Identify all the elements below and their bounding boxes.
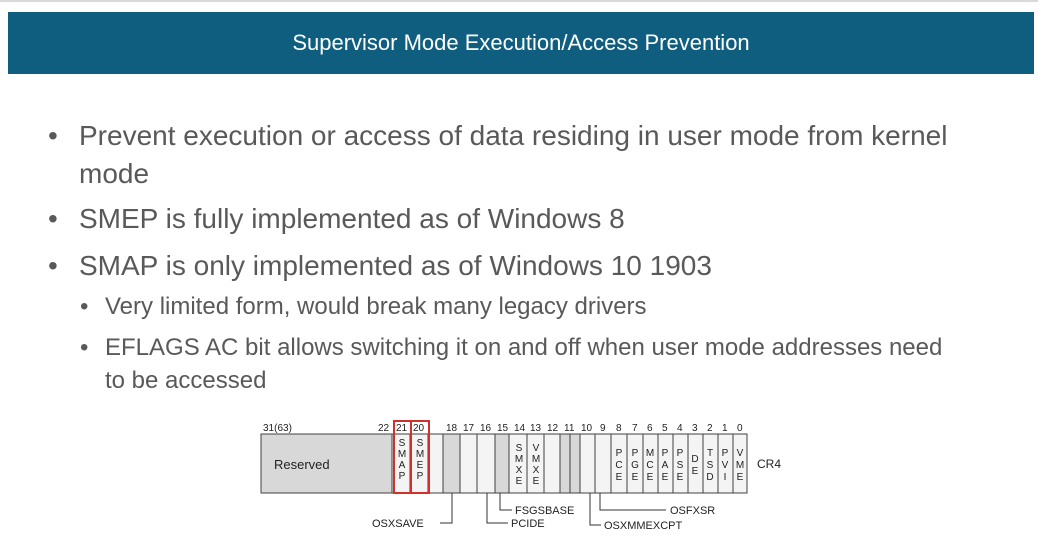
- bit-number: 21: [396, 423, 408, 434]
- sub-bullet-text: Very limited form, would break many lega…: [105, 293, 647, 320]
- callout-labels: OSXSAVE PCIDE FSGSBASE OSXMMEXCPT OSFXSR: [372, 505, 715, 532]
- bullet-text: SMAP is only implemented as of Windows 1…: [79, 250, 712, 281]
- pcide-callout: PCIDE: [511, 518, 545, 530]
- bit-19-reserved: [442, 433, 461, 494]
- bullet-glyph: •: [80, 293, 89, 320]
- callout-lines: [440, 493, 666, 526]
- bit-number: 5: [662, 423, 668, 434]
- bit-number: 9: [600, 423, 606, 434]
- bullet-glyph: •: [80, 334, 89, 361]
- bullet-glyph: •: [48, 203, 58, 234]
- bit-number: 17: [463, 423, 475, 434]
- register-name: CR4: [757, 457, 781, 471]
- bit-number: 18: [446, 423, 458, 434]
- bit-number-row: 31(63) 22 21 20 18 17 16 15 14 13 12 11 …: [263, 423, 743, 434]
- bit-number: 22: [378, 423, 390, 434]
- bullet-text: Prevent execution or access of data resi…: [79, 120, 948, 189]
- bit-number: 2: [707, 423, 713, 434]
- bit-number: 16: [480, 423, 492, 434]
- bit-number: 15: [497, 423, 509, 434]
- bit-number: 4: [677, 423, 683, 434]
- bit-number: 6: [647, 423, 653, 434]
- bit-15-reserved: [494, 433, 510, 494]
- bullet-glyph: •: [48, 120, 58, 151]
- bit-number: 7: [632, 423, 638, 434]
- bit-number: 10: [581, 423, 593, 434]
- title-bar: Supervisor Mode Execution/Access Prevent…: [8, 12, 1034, 74]
- fsgsbase-callout: FSGSBASE: [515, 505, 574, 517]
- osxsave-callout: OSXSAVE: [372, 518, 424, 530]
- bit-number: 8: [616, 423, 622, 434]
- bit-number: 13: [530, 423, 542, 434]
- bit-number: 31(63): [263, 423, 292, 434]
- bit-number: 1: [722, 423, 728, 434]
- bit-number: 3: [692, 423, 698, 434]
- bit-number: 0: [737, 423, 743, 434]
- bit-number: 12: [547, 423, 559, 434]
- osxmmexcpt-callout: OSXMMEXCPT: [604, 520, 683, 532]
- sub-bullet-text: EFLAGS AC bit allows switching it on and…: [105, 334, 943, 394]
- osfxsr-callout: OSFXSR: [670, 505, 715, 517]
- bullet-text: SMEP is fully implemented as of Windows …: [79, 203, 625, 234]
- bullet-glyph: •: [48, 250, 58, 281]
- bit-number: 11: [564, 423, 575, 434]
- bit-number: 20: [413, 423, 425, 434]
- top-border: [0, 0, 1038, 2]
- slide-title: Supervisor Mode Execution/Access Prevent…: [292, 30, 750, 55]
- bit-number: 14: [514, 423, 526, 434]
- reserved-label: Reserved: [274, 457, 330, 472]
- reserved-field: [260, 433, 393, 494]
